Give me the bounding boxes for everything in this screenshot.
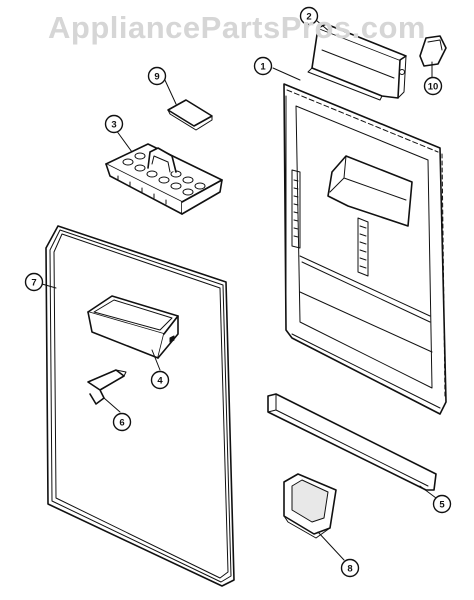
callout-label: 4	[157, 375, 163, 386]
callout-circle	[150, 370, 170, 390]
callout-label: 6	[119, 417, 124, 428]
callout-label: 8	[347, 563, 352, 574]
part-clip[interactable]	[87, 369, 127, 405]
part-door-liner[interactable]	[283, 83, 447, 415]
callout-2[interactable]: 2	[299, 6, 319, 26]
callout-label: 10	[428, 81, 439, 92]
callout-6[interactable]: 6	[112, 412, 132, 432]
callout-circle	[253, 56, 273, 76]
part-small-cover[interactable]	[167, 99, 213, 131]
callout-10[interactable]: 10	[423, 76, 443, 96]
part-door-bin[interactable]	[87, 295, 179, 359]
part-dairy-compartment[interactable]	[307, 23, 407, 101]
part-shelf-bar[interactable]	[267, 393, 437, 491]
callout-circle	[340, 558, 360, 578]
part-dairy-door[interactable]	[419, 35, 447, 67]
callout-circle	[147, 66, 167, 86]
leader-lines	[41, 19, 437, 561]
callout-7[interactable]: 7	[24, 272, 44, 292]
part-small-bin[interactable]	[283, 473, 337, 539]
callout-label: 9	[154, 71, 159, 82]
callout-5[interactable]: 5	[432, 494, 452, 514]
callout-label: 7	[31, 277, 36, 288]
callout-circle	[112, 412, 132, 432]
callout-label: 5	[439, 499, 445, 510]
callout-label: 3	[111, 119, 116, 130]
callout-1[interactable]: 1	[253, 56, 273, 76]
callout-markers: 1 2 3 4 5 6 7 8 9 10	[24, 6, 452, 578]
callout-3[interactable]: 3	[104, 114, 124, 134]
part-door-gasket[interactable]	[45, 225, 235, 587]
callout-8[interactable]: 8	[340, 558, 360, 578]
callout-circle	[432, 494, 452, 514]
callout-9[interactable]: 9	[147, 66, 167, 86]
callout-circle	[24, 272, 44, 292]
callout-label: 1	[260, 61, 266, 72]
callout-4[interactable]: 4	[150, 370, 170, 390]
callout-label: 2	[306, 11, 311, 22]
callout-circle	[423, 76, 443, 96]
callout-circle	[104, 114, 124, 134]
callout-circle	[299, 6, 319, 26]
part-egg-tray[interactable]	[105, 143, 223, 215]
